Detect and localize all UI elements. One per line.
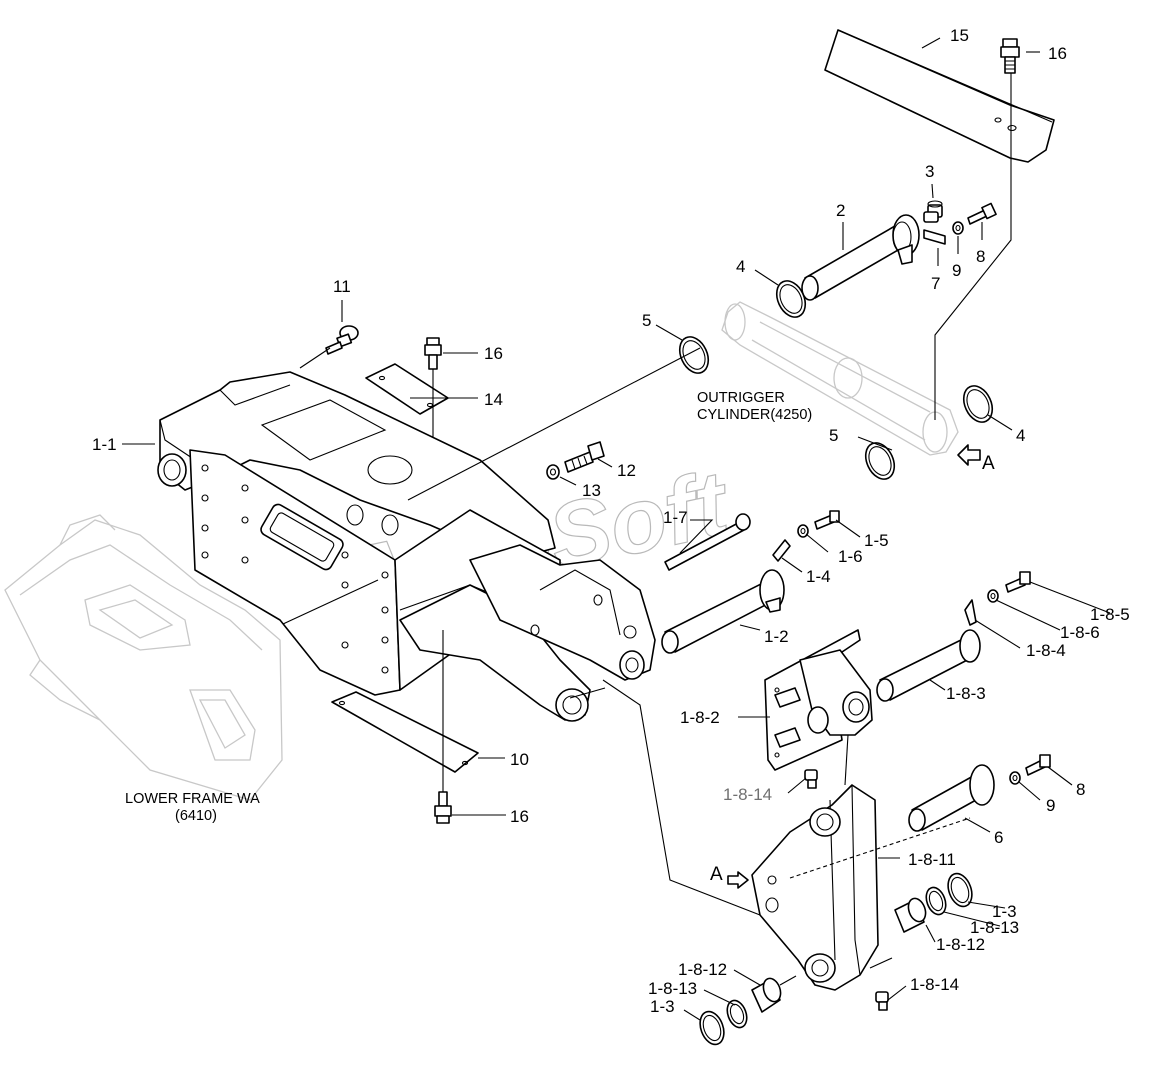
washer-part-13 (546, 464, 560, 480)
ring-part-1-8-13-left (726, 999, 748, 1029)
bolt-part-16-bottom (434, 791, 452, 824)
plate-part-1-8-4 (964, 599, 977, 626)
plate-part-1-4 (772, 539, 791, 562)
bolt-part-12 (564, 441, 605, 473)
outrigger-note-line1: OUTRIGGER (697, 390, 785, 406)
assembly-center-lines (282, 130, 1012, 986)
grease-nipple-part-3 (923, 200, 943, 223)
callout-1-4: 1-4 (806, 567, 831, 586)
callout-4-top: 4 (736, 257, 745, 276)
washer-part-9-top (952, 221, 964, 235)
callout-1-8-14-top: 1-8-14 (723, 785, 772, 804)
washer-part-1-8-6 (987, 589, 999, 603)
view-a-label-left: A (710, 864, 723, 885)
bushing-part-1-8-12-right (894, 897, 927, 933)
callout-1-1: 1-1 (92, 435, 117, 454)
lower-frame-note-line1: LOWER FRAME WA (125, 791, 260, 807)
bolt-part-1-5 (814, 510, 840, 530)
callout-9-top: 9 (952, 261, 961, 280)
o-ring-part-5-left (678, 336, 710, 374)
callout-9-bottom: 9 (1046, 796, 1055, 815)
washer-part-1-6 (797, 524, 809, 538)
callout-12: 12 (617, 461, 636, 480)
bracket-part-1-8-2 (764, 629, 873, 771)
callout-1-8-11: 1-8-11 (908, 850, 956, 869)
cover-part-14 (365, 363, 449, 415)
plate-part-7 (923, 229, 946, 245)
callout-6: 6 (994, 828, 1003, 847)
callout-8-bottom: 8 (1076, 780, 1085, 799)
callout-1-8-4: 1-8-4 (1026, 641, 1066, 660)
flange-bolt-holes (201, 464, 389, 674)
lower-frame-note-line2: (6410) (175, 808, 217, 824)
washer-part-9-bottom (1009, 771, 1021, 785)
callout-10: 10 (510, 750, 529, 769)
bushing-part-1-8-12-left (751, 977, 782, 1013)
callout-1-8-13-left: 1-8-13 (648, 979, 697, 998)
pin-part-1-2 (661, 569, 785, 654)
ring-part-1-8-13-right (925, 886, 947, 916)
callout-1-8-12-right: 1-8-12 (936, 935, 985, 954)
bolt-part-1-8-5 (1005, 571, 1031, 593)
view-a-arrow-left (727, 871, 749, 889)
outrigger-cylinder-ghost (721, 301, 959, 456)
callout-1-8-2: 1-8-2 (680, 708, 720, 727)
callout-1-8-3: 1-8-3 (946, 684, 986, 703)
callout-1-7: 1-7 (663, 508, 688, 527)
callout-1-5: 1-5 (864, 531, 889, 550)
callout-16-bottom: 16 (510, 807, 529, 826)
callout-7: 7 (931, 274, 940, 293)
callout-1-8-14-bottom: 1-8-14 (910, 975, 959, 994)
grease-nipple-part-1-8-14-top (804, 769, 818, 789)
callout-1-3-left: 1-3 (650, 997, 675, 1016)
callout-3: 3 (925, 162, 934, 181)
callout-5-right: 5 (829, 426, 838, 445)
callout-labels: 15 16 3 2 8 9 7 4 5 11 16 14 1-1 4 5 12 … (92, 26, 1130, 1016)
callout-13: 13 (582, 481, 601, 500)
view-a-label-right: A (982, 453, 995, 474)
callout-1-8-5: 1-8-5 (1090, 605, 1130, 624)
knob-part-11 (325, 325, 359, 355)
pin-part-1-7 (664, 513, 751, 571)
pin-part-6 (908, 764, 995, 832)
seal-part-1-3-right (947, 872, 973, 908)
main-frame-part-1-1 (157, 371, 656, 722)
callout-16-middle: 16 (484, 344, 503, 363)
leader-lines (122, 37, 1111, 1021)
callout-1-3-right: 1-3 (992, 902, 1017, 921)
callout-1-8-6: 1-8-6 (1060, 623, 1100, 642)
callout-4-right: 4 (1016, 426, 1025, 445)
lower-frame-ghost (4, 514, 283, 801)
bolt-part-8-bottom (1025, 754, 1051, 776)
pin-part-2 (801, 214, 920, 301)
o-ring-part-4-top (775, 280, 807, 318)
callout-15: 15 (950, 26, 969, 45)
pin-part-1-8-3 (876, 629, 981, 702)
callout-2: 2 (836, 201, 845, 220)
link-part-1-8-11 (751, 784, 971, 991)
bottom-cover-part-10 (331, 691, 479, 773)
reference-notes: OUTRIGGER CYLINDER(4250) LOWER FRAME WA … (125, 390, 995, 885)
o-ring-part-5-right (864, 442, 896, 480)
callout-1-8-13-right: 1-8-13 (970, 918, 1019, 937)
seal-part-1-3-left (699, 1010, 725, 1046)
grease-nipple-part-1-8-14-bottom (875, 991, 889, 1011)
view-a-arrow-right (957, 444, 981, 466)
callout-1-6: 1-6 (838, 547, 863, 566)
callout-5-left: 5 (642, 311, 651, 330)
callout-11: 11 (333, 277, 351, 296)
callout-1-2: 1-2 (764, 627, 789, 646)
bolt-part-16-top (1000, 38, 1020, 130)
cover-plate-part-15 (824, 29, 1055, 163)
callout-8-top: 8 (976, 247, 985, 266)
callout-1-8-12-left: 1-8-12 (678, 960, 727, 979)
bolt-part-8-top (967, 202, 997, 225)
outrigger-note-line2: CYLINDER(4250) (697, 407, 812, 423)
callout-14: 14 (484, 390, 503, 409)
o-ring-part-4-right (962, 385, 994, 423)
callout-16-top: 16 (1048, 44, 1067, 63)
